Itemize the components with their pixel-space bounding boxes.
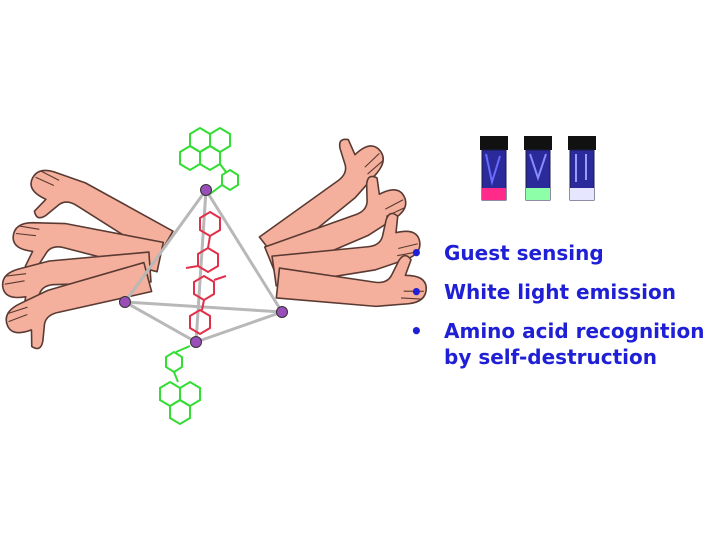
metal-node-icon bbox=[276, 306, 288, 318]
vial-row bbox=[479, 135, 597, 201]
bullet-white-light: • White light emission bbox=[408, 279, 720, 305]
feature-list: • Guest sensing • White light emission •… bbox=[408, 240, 720, 383]
bullet-text: Guest sensing bbox=[444, 241, 604, 265]
bullet-guest-sensing: • Guest sensing bbox=[408, 240, 720, 266]
left-legs-icon bbox=[0, 156, 174, 356]
bullet-dot: • bbox=[410, 241, 423, 265]
bullet-dot: • bbox=[410, 280, 423, 304]
pyrene-bottom bbox=[159, 345, 201, 426]
bullet-text: White light emission bbox=[444, 280, 676, 304]
metal-node-icon bbox=[200, 184, 212, 196]
bullet-text: Amino acid recognition by self-destructi… bbox=[444, 319, 705, 369]
pyrene-top bbox=[179, 126, 239, 195]
bullet-dot: • bbox=[410, 319, 423, 343]
right-legs-icon bbox=[242, 124, 431, 315]
fluorescent-vial-icon bbox=[567, 135, 597, 201]
metal-node-icon bbox=[119, 296, 131, 308]
bullet-amino-acid: • Amino acid recognition by self-destruc… bbox=[408, 318, 720, 370]
fluorescent-vial-icon bbox=[523, 135, 553, 201]
fluorescent-vial-icon bbox=[479, 135, 509, 201]
metal-nodes bbox=[119, 184, 288, 348]
ligand-structure bbox=[185, 210, 227, 336]
metal-node-icon bbox=[190, 336, 202, 348]
